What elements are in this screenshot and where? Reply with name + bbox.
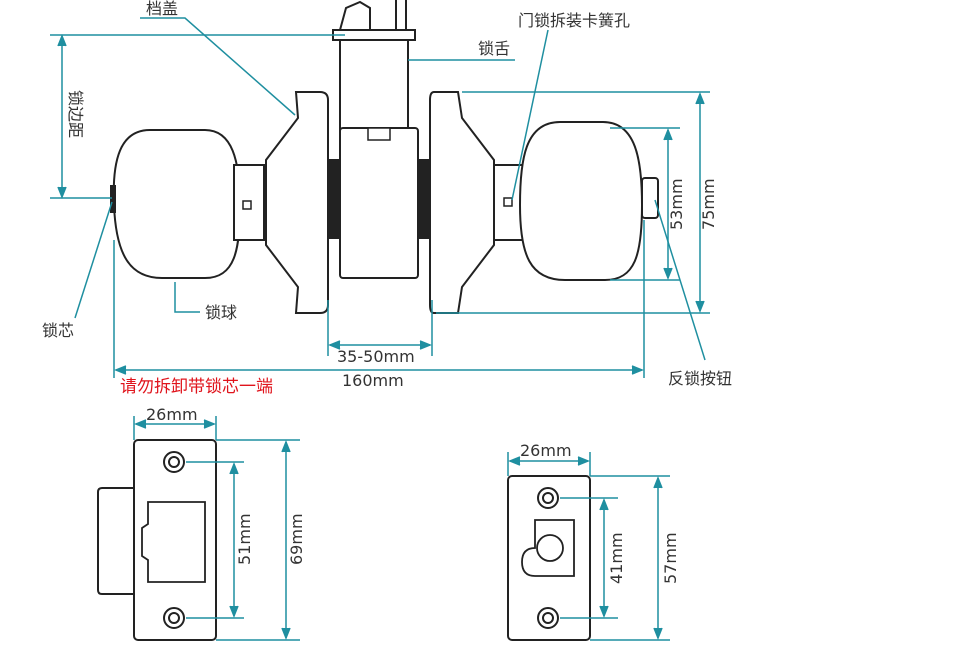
face-hole-top-inner — [542, 492, 554, 504]
label-knob: 锁球 — [205, 303, 237, 322]
label-face-spacing: 41mm — [607, 532, 626, 584]
latch-tongue — [339, 39, 409, 131]
total-arrow-right — [631, 365, 645, 375]
label-strike-width: 26mm — [146, 405, 198, 424]
strike-dimension-lines — [133, 416, 300, 641]
r53-arrow-bottom — [663, 267, 673, 281]
right-knob — [518, 121, 644, 281]
fs-arrow-b — [599, 605, 609, 619]
strike-opening — [141, 501, 206, 583]
backset-arrow-top — [57, 33, 67, 47]
left-knob-hole — [242, 200, 252, 210]
r53-arrow-top — [663, 127, 673, 141]
strike-hole-bottom-inner — [168, 612, 180, 624]
ft-arrow-t — [653, 475, 663, 489]
left-knob — [112, 129, 242, 279]
label-backset: 锁边距 — [66, 90, 85, 138]
cylinder-leader — [74, 201, 113, 319]
label-cover: 档盖 — [146, 0, 178, 18]
cover-tab — [339, 0, 371, 31]
cylinder-slit — [110, 185, 116, 213]
label-lock-button: 反锁按钮 — [668, 369, 732, 388]
label-latch: 锁舌 — [478, 39, 510, 58]
latch-top — [332, 29, 416, 41]
label-cylinder: 锁芯 — [42, 321, 74, 340]
label-rose-53: 53mm — [667, 178, 686, 230]
faceplate — [507, 475, 591, 641]
sw-arrow-r — [203, 419, 217, 429]
label-door-thickness: 35-50mm — [337, 347, 415, 366]
label-total-length: 160mm — [342, 371, 404, 390]
right-rose — [429, 91, 495, 314]
fw-arrow-l — [507, 456, 521, 466]
faceplate-labels: 26mm 41mm 57mm — [520, 441, 680, 584]
face-hole-bottom-inner — [542, 612, 554, 624]
knob-leader — [174, 282, 200, 313]
faceplate-dimension-lines — [507, 452, 670, 641]
warning-text: 请勿拆卸带锁芯一端 — [120, 377, 273, 397]
strike-plate — [97, 439, 217, 641]
sh-arrow-b — [229, 605, 239, 619]
top-dimension-lines — [50, 17, 710, 378]
chassis — [339, 127, 419, 279]
ft-arrow-b — [653, 627, 663, 641]
sh-arrow-t — [229, 461, 239, 475]
spring-leader — [511, 29, 549, 201]
door-arrow-left — [327, 340, 341, 350]
label-strike-spacing: 51mm — [235, 513, 254, 565]
right-knob-hole — [503, 197, 513, 207]
r75-arrow-top — [695, 91, 705, 105]
st-arrow-b — [281, 627, 291, 641]
chassis-slot — [367, 127, 391, 141]
cover-leader — [140, 17, 296, 116]
label-rose-75: 75mm — [699, 178, 718, 230]
top-labels: 档盖 锁舌 门锁拆装卡簧孔 锁球 锁芯 反锁按钮 锁边距 35-50mm 160… — [42, 0, 732, 390]
label-spring-hole: 门锁拆装卡簧孔 — [518, 11, 630, 30]
left-rose — [265, 91, 329, 314]
label-strike-height: 69mm — [287, 513, 306, 565]
backset-arrow-bottom — [57, 186, 67, 200]
r75-arrow-bottom — [695, 300, 705, 314]
face-center-circle — [536, 534, 564, 562]
total-arrow-left — [113, 365, 127, 375]
sw-arrow-l — [133, 419, 147, 429]
fw-arrow-r — [577, 456, 591, 466]
st-arrow-t — [281, 439, 291, 453]
strike-lip — [97, 487, 134, 595]
lock-assembly — [110, 0, 659, 314]
label-face-height: 57mm — [661, 532, 680, 584]
label-face-width: 26mm — [520, 441, 572, 460]
door-arrow-right — [419, 340, 433, 350]
lock-button-shape — [641, 177, 659, 219]
fs-arrow-t — [599, 497, 609, 511]
strike-labels: 26mm 51mm 69mm — [146, 405, 306, 565]
strike-hole-top-inner — [168, 456, 180, 468]
